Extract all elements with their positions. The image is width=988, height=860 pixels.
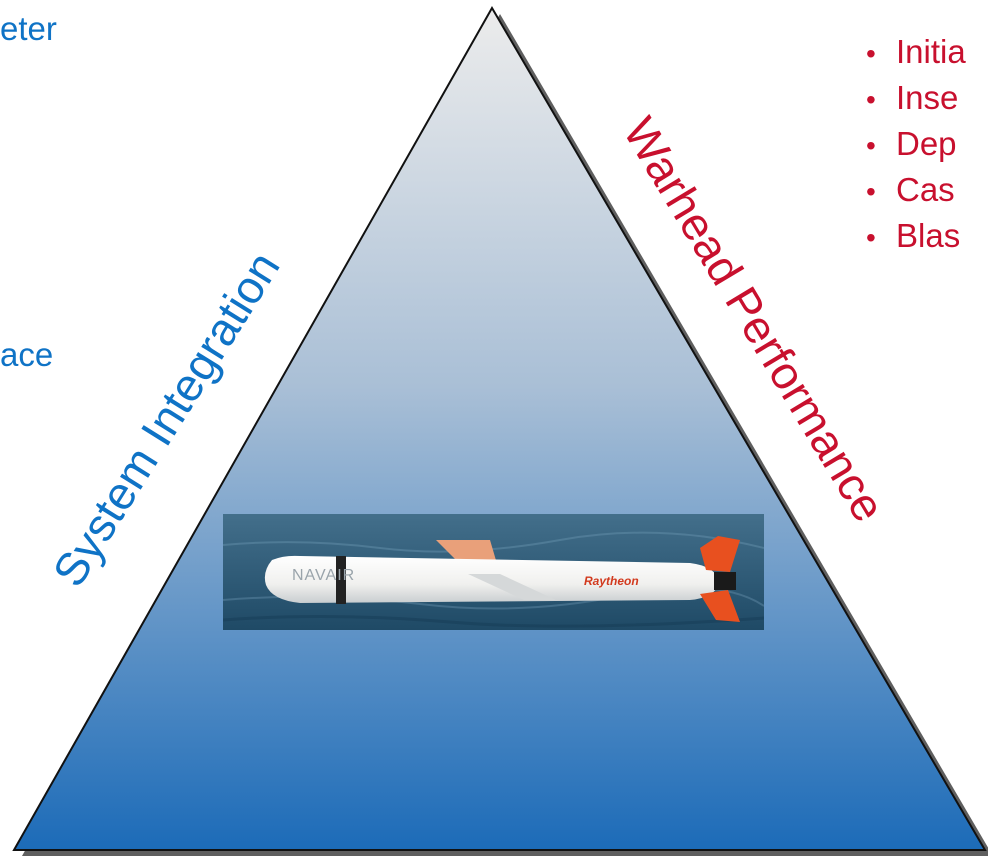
bullet-icon: • [866, 84, 876, 115]
bullet-icon: • [866, 38, 876, 69]
bullet-item: • Initia [866, 30, 966, 76]
bullet-item: • Dep [866, 122, 966, 168]
bullet-item: • Cas [866, 168, 966, 214]
bullet-item-text: Initia [896, 33, 966, 70]
bullet-item-text: Inse [896, 79, 959, 116]
bullet-item: • Blas [866, 214, 966, 260]
torpedo-tail-fin-top [700, 536, 740, 572]
bullet-item-text: Cas [896, 171, 955, 208]
bullet-icon: • [866, 222, 876, 253]
torpedo-tail-fin-bottom [700, 590, 740, 622]
bullet-icon: • [866, 130, 876, 161]
bullet-item-text: Blas [896, 217, 961, 254]
torpedo-photo: NAVAIR Raytheon [223, 514, 764, 630]
bullet-item-text: Dep [896, 125, 957, 162]
bullet-icon: • [866, 176, 876, 207]
bullet-item: • Inse [866, 76, 966, 122]
left-text-line-1: eter [0, 10, 57, 47]
navair-logo: NAVAIR [292, 567, 355, 584]
warhead-bullet-list: • Initia • Inse • Dep • Cas • Blas [866, 30, 966, 260]
raytheon-logo: Raytheon [584, 574, 639, 588]
triangle-shape [12, 5, 987, 851]
torpedo-band [336, 556, 346, 604]
left-text-line-2: ace [0, 336, 54, 373]
